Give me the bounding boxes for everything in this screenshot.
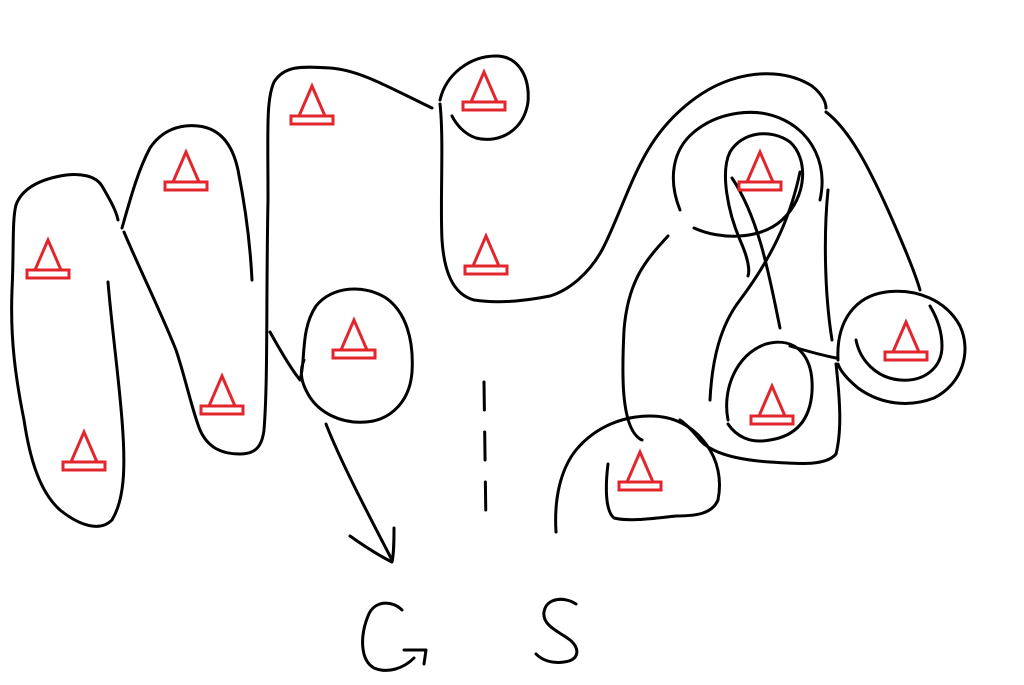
- path-segment-right-diagonal: [730, 176, 782, 330]
- path-segment-to-goal: [324, 422, 394, 562]
- path-segment-right-cross: [708, 170, 802, 402]
- path-segment-right-vertical: [823, 188, 834, 342]
- path-segment-second-loop: [120, 124, 254, 282]
- cone-base: [199, 404, 245, 416]
- cone-body: [744, 148, 776, 184]
- cone-body: [470, 232, 502, 268]
- cone-body: [296, 82, 328, 118]
- path-segment-far-right-loop: [836, 289, 967, 405]
- path-segment-right-inner-ring: [671, 110, 824, 212]
- cone-base: [737, 180, 783, 192]
- path-segment-left-loop: [10, 172, 126, 528]
- cone-base: [749, 414, 795, 426]
- traffic-cone-icon: [25, 236, 71, 280]
- traffic-cone-icon: [883, 318, 929, 362]
- traffic-cone-icon: [61, 428, 107, 472]
- traffic-cone-icon: [749, 382, 795, 426]
- traffic-cone-icon: [163, 148, 209, 192]
- cone-body: [170, 148, 202, 184]
- path-segment-second-loop-lower: [122, 65, 434, 456]
- driving-path: [10, 54, 967, 564]
- cone-body: [468, 68, 500, 104]
- cone-base: [617, 480, 663, 492]
- cone-base: [25, 268, 71, 280]
- cone-body: [68, 428, 100, 464]
- traffic-cone-icon: [331, 316, 377, 360]
- cone-base: [289, 114, 335, 126]
- start-letter-glyph: [534, 597, 579, 664]
- path-segment-center-descent: [438, 72, 828, 304]
- path-segment-right-side: [621, 234, 670, 442]
- path-segment-goal-loop: [268, 287, 414, 424]
- goal-arrow-icon: [348, 526, 396, 564]
- cone-base: [461, 100, 507, 112]
- cone-group: [25, 68, 929, 492]
- path-segment-top-loop: [438, 54, 530, 141]
- center-dashed-line: [482, 380, 488, 530]
- start-marker: S: [534, 597, 579, 664]
- goal-arrow-curl-icon: [402, 648, 428, 666]
- goal-letter-glyph: [361, 601, 416, 672]
- goal-marker: G: [361, 601, 428, 672]
- cone-body: [890, 318, 922, 354]
- path-segment-far-right-inner: [854, 304, 944, 382]
- cone-body: [338, 316, 370, 352]
- path-segment-right-inner-knot: [692, 132, 804, 278]
- cone-base: [883, 350, 929, 362]
- cone-base: [331, 348, 377, 360]
- traffic-cone-icon: [461, 68, 507, 112]
- cone-body: [32, 236, 64, 272]
- cone-body: [206, 372, 238, 408]
- cone-body: [624, 448, 656, 484]
- traffic-cone-icon: [737, 148, 783, 192]
- traffic-cone-icon: [617, 448, 663, 492]
- path-segment-lower-right-loop: [725, 340, 814, 443]
- cone-base: [163, 180, 209, 192]
- cone-base: [463, 264, 509, 276]
- traffic-cone-icon: [289, 82, 335, 126]
- cone-body: [756, 382, 788, 418]
- traffic-cone-icon: [463, 232, 509, 276]
- cone-base: [61, 460, 107, 472]
- traffic-cone-icon: [199, 372, 245, 416]
- path-segment-bottom-loop: [554, 414, 721, 534]
- path-segment-right-outer: [824, 110, 922, 292]
